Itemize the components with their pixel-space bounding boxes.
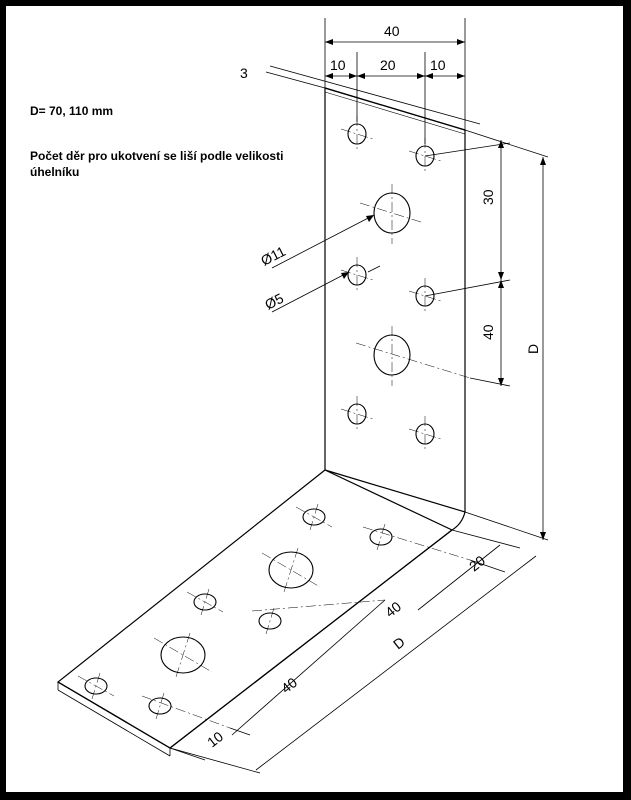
dim-vertical-spacing-2: 40 xyxy=(480,324,496,340)
dim-small-hole-diameter: Ø5 xyxy=(262,290,286,313)
bend-edge xyxy=(451,511,466,531)
dim-base-edge: 10 xyxy=(204,728,226,750)
dim-vertical-height: D xyxy=(525,344,541,354)
vertical-plate-top-edge xyxy=(324,87,466,131)
dim-large-hole-diameter: Ø11 xyxy=(258,243,288,269)
dim-base-spacing-1: 40 xyxy=(382,598,404,620)
size-note: D= 70, 110 mm xyxy=(30,104,114,118)
hole-count-note: Počet děr pro ukotvení se liší podle vel… xyxy=(30,149,284,179)
dim-vertical-spacing-1: 30 xyxy=(480,189,496,205)
vertical-plate xyxy=(324,87,466,513)
dim-top-middle: 20 xyxy=(380,57,396,73)
dim-top-edge-right: 10 xyxy=(430,57,446,73)
dim-top-total: 40 xyxy=(384,23,400,39)
dim-base-length: D xyxy=(390,634,408,653)
dim-top-edge-left: 10 xyxy=(330,57,346,73)
dim-thickness: 3 xyxy=(240,65,248,81)
dim-base-offset: 20 xyxy=(466,552,488,574)
base-plate-bottom-edge xyxy=(169,529,453,749)
base-plate-front-edge xyxy=(57,681,171,749)
